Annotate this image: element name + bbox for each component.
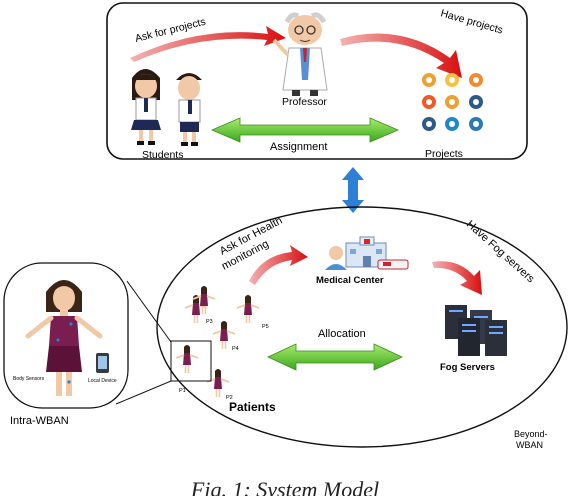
fog-servers-label: Fog Servers	[440, 362, 495, 373]
projects-icon-grid	[422, 73, 483, 131]
professor-figure	[272, 12, 328, 96]
allocation-label: Allocation	[318, 328, 366, 340]
patient-with-sensors-figure	[25, 280, 103, 396]
medical-center-icon	[325, 236, 409, 270]
professor-label: Professor	[282, 96, 327, 108]
students-label: Students	[142, 149, 183, 161]
students-figure	[131, 69, 202, 146]
assignment-arrow	[210, 117, 400, 143]
patients-label: Patients	[229, 400, 276, 414]
local-device-icon	[96, 353, 109, 373]
beyond-wban-label-line2: WBAN	[516, 440, 543, 450]
beyond-wban-frame	[156, 206, 568, 448]
top-box: Ask for projects Have projects Professor	[106, 2, 528, 161]
patient-figure-p1	[175, 344, 199, 374]
callout-line-bottom	[115, 380, 172, 405]
medical-center-label: Medical Center	[316, 275, 384, 286]
patient-figure-p4	[212, 320, 236, 350]
beyond-wban-label-line1: Beyond-	[514, 429, 548, 439]
callout-line-top	[126, 280, 172, 343]
patients-group	[170, 285, 260, 398]
patient-tag-p3: P3	[206, 319, 213, 325]
patient-tag-p1: P1	[179, 388, 186, 394]
intra-wban-label: Intra-WBAN	[10, 415, 69, 427]
allocation-arrow	[267, 343, 403, 371]
patient-tag-p2: P2	[226, 395, 233, 401]
fog-servers-icon	[445, 305, 507, 356]
local-device-label: Local Device	[88, 378, 117, 384]
body-sensors-label: Body Sensors	[13, 376, 45, 382]
patient-figure-p5	[236, 294, 260, 324]
patient-tag-p4: P4	[232, 346, 239, 352]
have-projects-arrow	[340, 33, 462, 78]
patient-tag-p5: P5	[262, 324, 269, 330]
intra-wban-panel: Body Sensors Local Device	[3, 262, 129, 409]
have-fog-arrow	[432, 261, 482, 295]
figure-caption: Fig. 1: System Model	[190, 477, 380, 496]
patient-figure-p2	[206, 368, 230, 398]
ask-projects-arrow	[130, 26, 286, 62]
selected-patient-box	[170, 340, 212, 382]
projects-label: Projects	[425, 148, 463, 160]
ask-health-arrow	[249, 245, 308, 285]
beyond-wban-ellipse: Ask for Health monitoring Medical Center…	[156, 206, 568, 450]
blue-double-arrow	[342, 167, 364, 213]
assignment-label: Assignment	[270, 141, 327, 153]
